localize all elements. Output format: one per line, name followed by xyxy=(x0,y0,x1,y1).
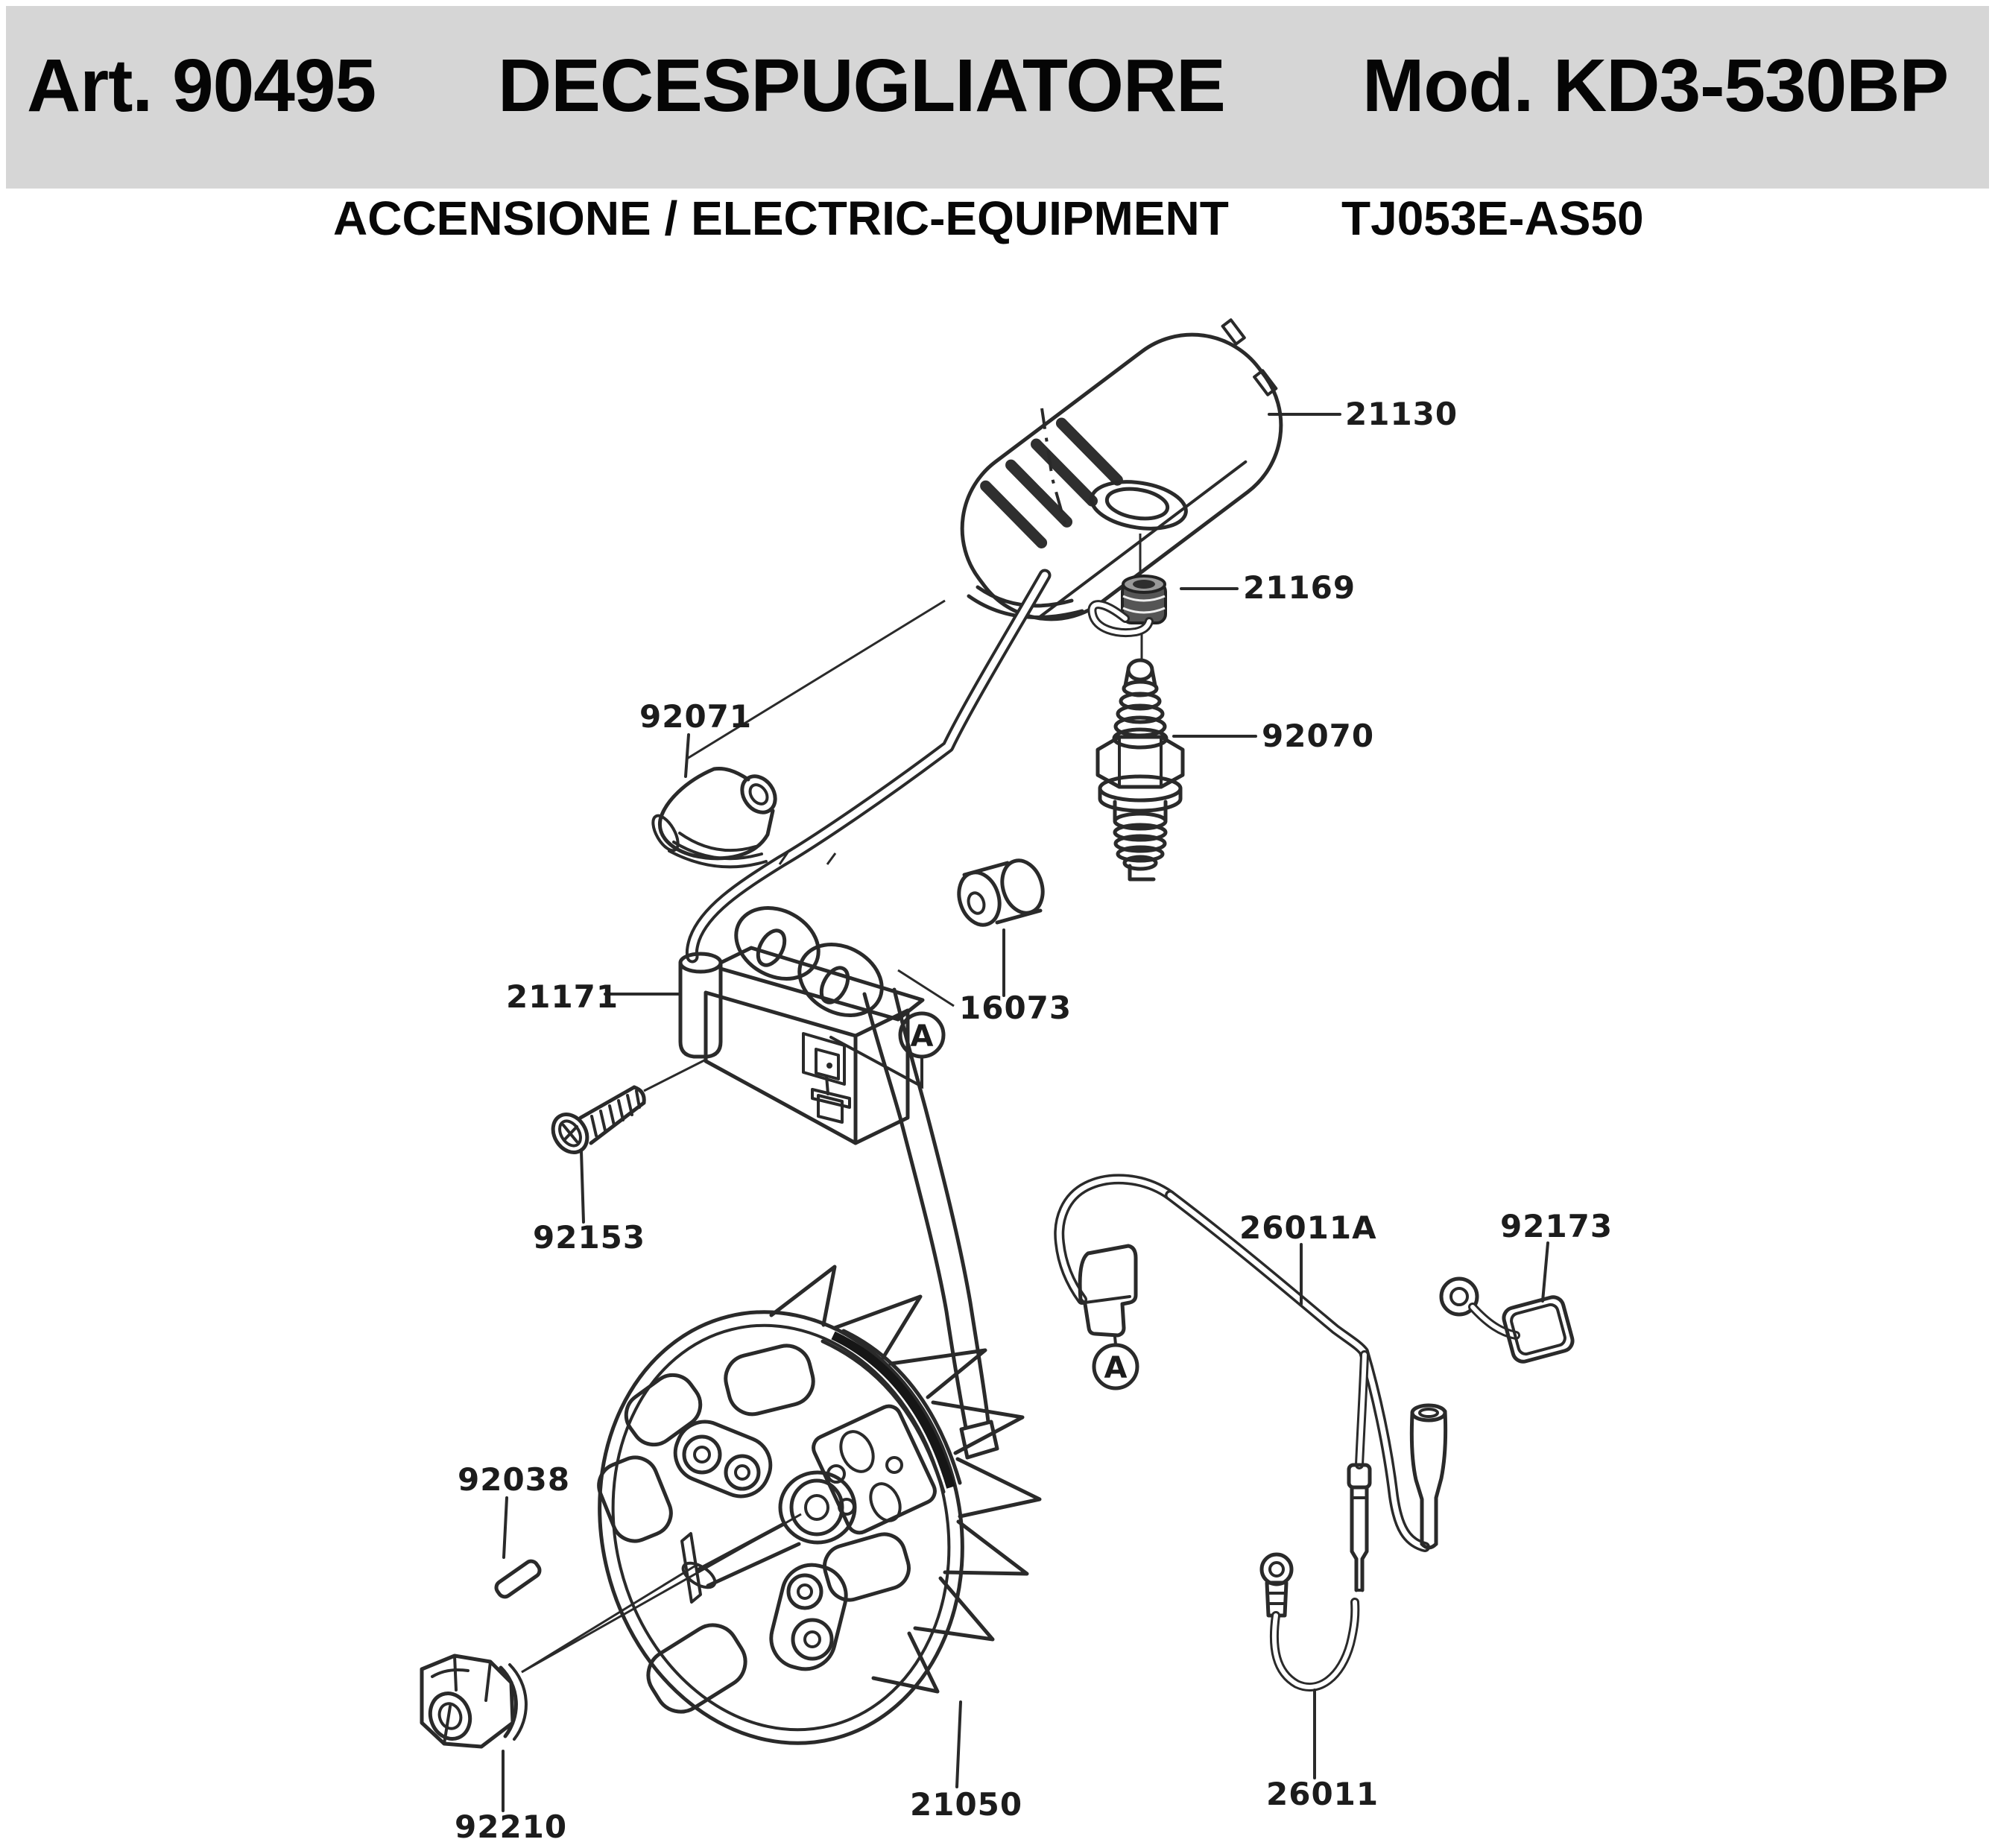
section-name: ACCENSIONE / ELECTRIC-EQUIPMENT xyxy=(333,192,1229,245)
flywheel-drawing xyxy=(521,1265,1042,1745)
ht-wire-drawing xyxy=(685,569,1052,963)
label-16073: 16073 xyxy=(959,990,1072,1026)
label-92038: 92038 xyxy=(458,1461,570,1498)
label-92071: 92071 xyxy=(639,698,752,735)
spark-plug-drawing xyxy=(1095,658,1185,882)
view-marker-a-lead: A xyxy=(1092,1335,1139,1390)
section-subtitle: ACCENSIONE / ELECTRIC-EQUIPMENT TJ053E-A… xyxy=(0,191,1995,245)
label-92210: 92210 xyxy=(455,1809,567,1845)
ignition-coil-drawing xyxy=(643,906,999,1460)
label-21169: 21169 xyxy=(1243,569,1356,606)
bolt-drawing xyxy=(551,1085,646,1154)
label-92153: 92153 xyxy=(533,1219,645,1256)
damper-drawing xyxy=(897,858,1045,1007)
clamp-drawing xyxy=(1439,1276,1575,1364)
label-26011: 26011 xyxy=(1266,1776,1379,1812)
plug-cap-drawing xyxy=(651,767,777,869)
model-number: Mod. KD3-530BP xyxy=(1362,44,1949,127)
leader-lines xyxy=(502,413,1549,1812)
page-title: DECESPUGLIATORE xyxy=(498,44,1226,127)
label-21171: 21171 xyxy=(506,978,619,1015)
stop-switch-lead-drawing xyxy=(1054,1174,1448,1592)
article-number: Art. 90495 xyxy=(27,44,376,127)
coil-cover-drawing xyxy=(686,318,1283,760)
ground-lead-drawing xyxy=(1259,1552,1360,1692)
header-bar: Art. 90495 DECESPUGLIATORE Mod. KD3-530B… xyxy=(6,6,1989,189)
label-21130: 21130 xyxy=(1345,396,1458,432)
flange-nut-drawing xyxy=(420,1654,528,1749)
label-26011A: 26011A xyxy=(1239,1209,1377,1246)
view-marker-a-lead-letter: A xyxy=(1104,1351,1128,1385)
engine-code: TJ053E-AS50 xyxy=(1341,192,1644,245)
part-number-labels: 21130 21169 92071 92070 21171 16073 9215… xyxy=(455,396,1613,1845)
woodruff-key-drawing xyxy=(494,1559,542,1599)
spring-drawing xyxy=(1087,534,1167,660)
label-92070: 92070 xyxy=(1262,718,1374,754)
label-21050: 21050 xyxy=(910,1786,1022,1823)
view-marker-a-coil-letter: A xyxy=(911,1019,934,1054)
label-92173: 92173 xyxy=(1500,1208,1613,1244)
view-marker-a-coil: A xyxy=(829,1011,946,1089)
